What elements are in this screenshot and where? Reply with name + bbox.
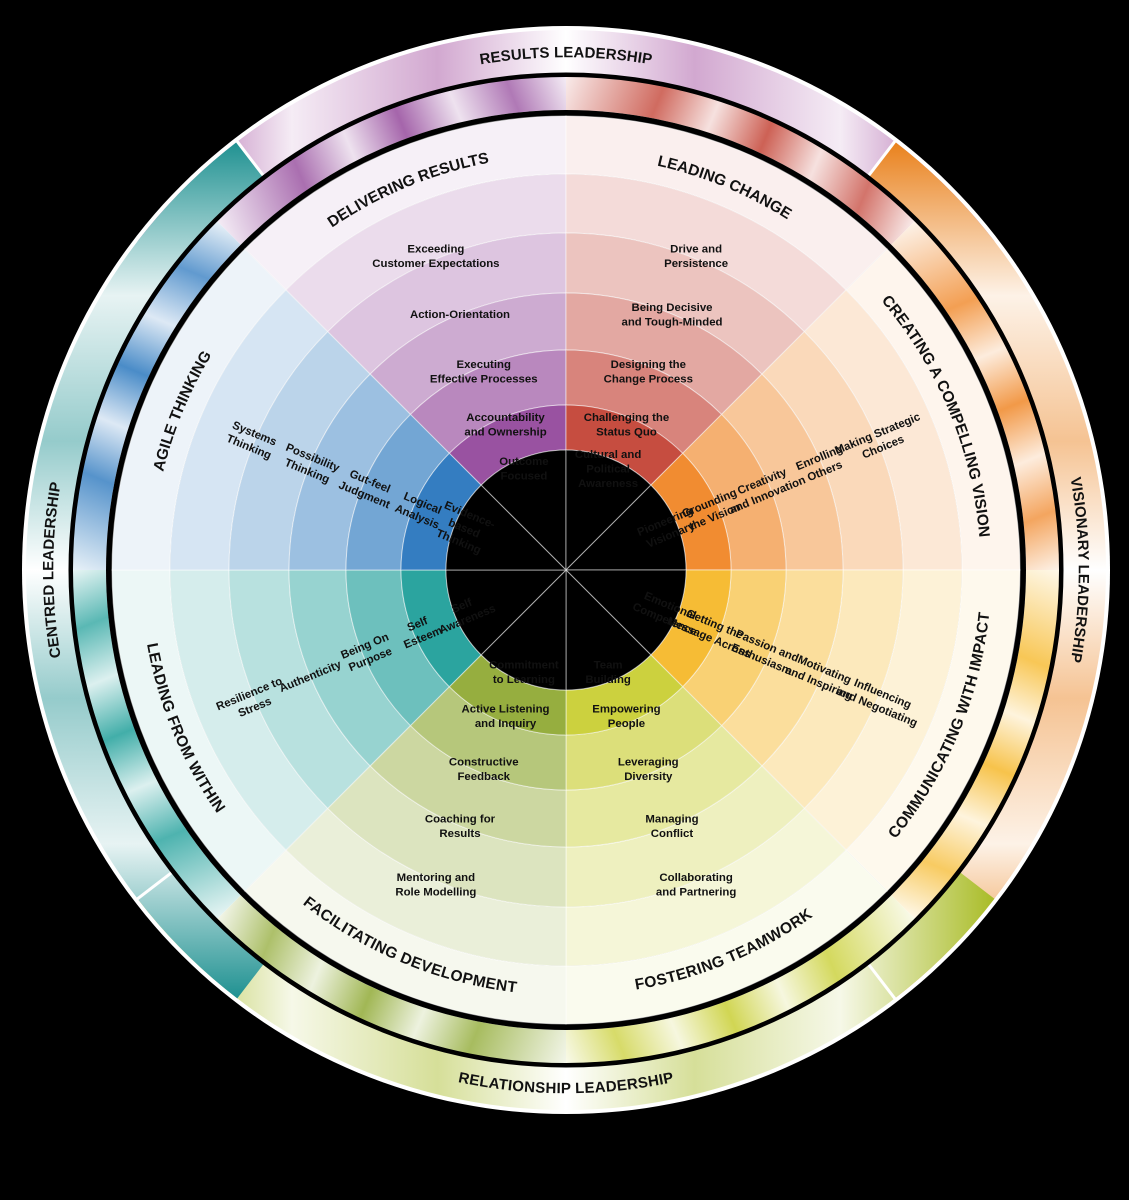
thin-ring-delivering-results (217, 76, 566, 245)
competency-segments (111, 115, 1021, 1025)
segment-band (565, 449, 652, 572)
outer-band-results-leadership (137, 30, 995, 268)
segment-creating-a-compelling-vision (564, 248, 1021, 571)
segment-band (564, 569, 687, 656)
outer-band-centred-leadership (25, 141, 264, 999)
thin-ring-agile-thinking (73, 221, 241, 570)
segment-band (564, 484, 687, 571)
thin-ring-leading-change (566, 77, 915, 245)
segment-leading-change (565, 115, 888, 572)
thin-ring-communicating-with-impact (891, 570, 1059, 919)
competency-label: SystemsThinking (225, 419, 279, 462)
thin-ring-leading-from-within (73, 570, 241, 919)
thin-ring-fostering-teamwork (566, 895, 915, 1063)
outer-band-divider (866, 962, 898, 1002)
outer-black-ring (68, 72, 1064, 1068)
segment-communicating-with-impact (564, 569, 1021, 892)
segment-band (565, 568, 652, 691)
segment-band (445, 569, 568, 656)
segment-facilitating-development (244, 568, 567, 1025)
outer-band-divider (134, 870, 174, 902)
segment-band (480, 449, 567, 572)
outer-band-visionary-leadership (868, 141, 1106, 999)
outer-band-relationship-leadership (137, 872, 995, 1110)
outer-band-divider (866, 138, 898, 178)
segment-band (480, 568, 567, 691)
competency-label: Action-Orientation (410, 309, 510, 321)
outer-band-divider (234, 138, 266, 178)
thin-ring-facilitating-development (217, 895, 566, 1063)
segment-fostering-teamwork (565, 568, 888, 1025)
segment-delivering-results (244, 115, 567, 572)
segment-leading-from-within (111, 569, 568, 892)
segment-band (445, 484, 568, 571)
segment-agile-thinking (111, 248, 568, 571)
thin-ring-creating-a-compelling-vision (891, 221, 1059, 570)
